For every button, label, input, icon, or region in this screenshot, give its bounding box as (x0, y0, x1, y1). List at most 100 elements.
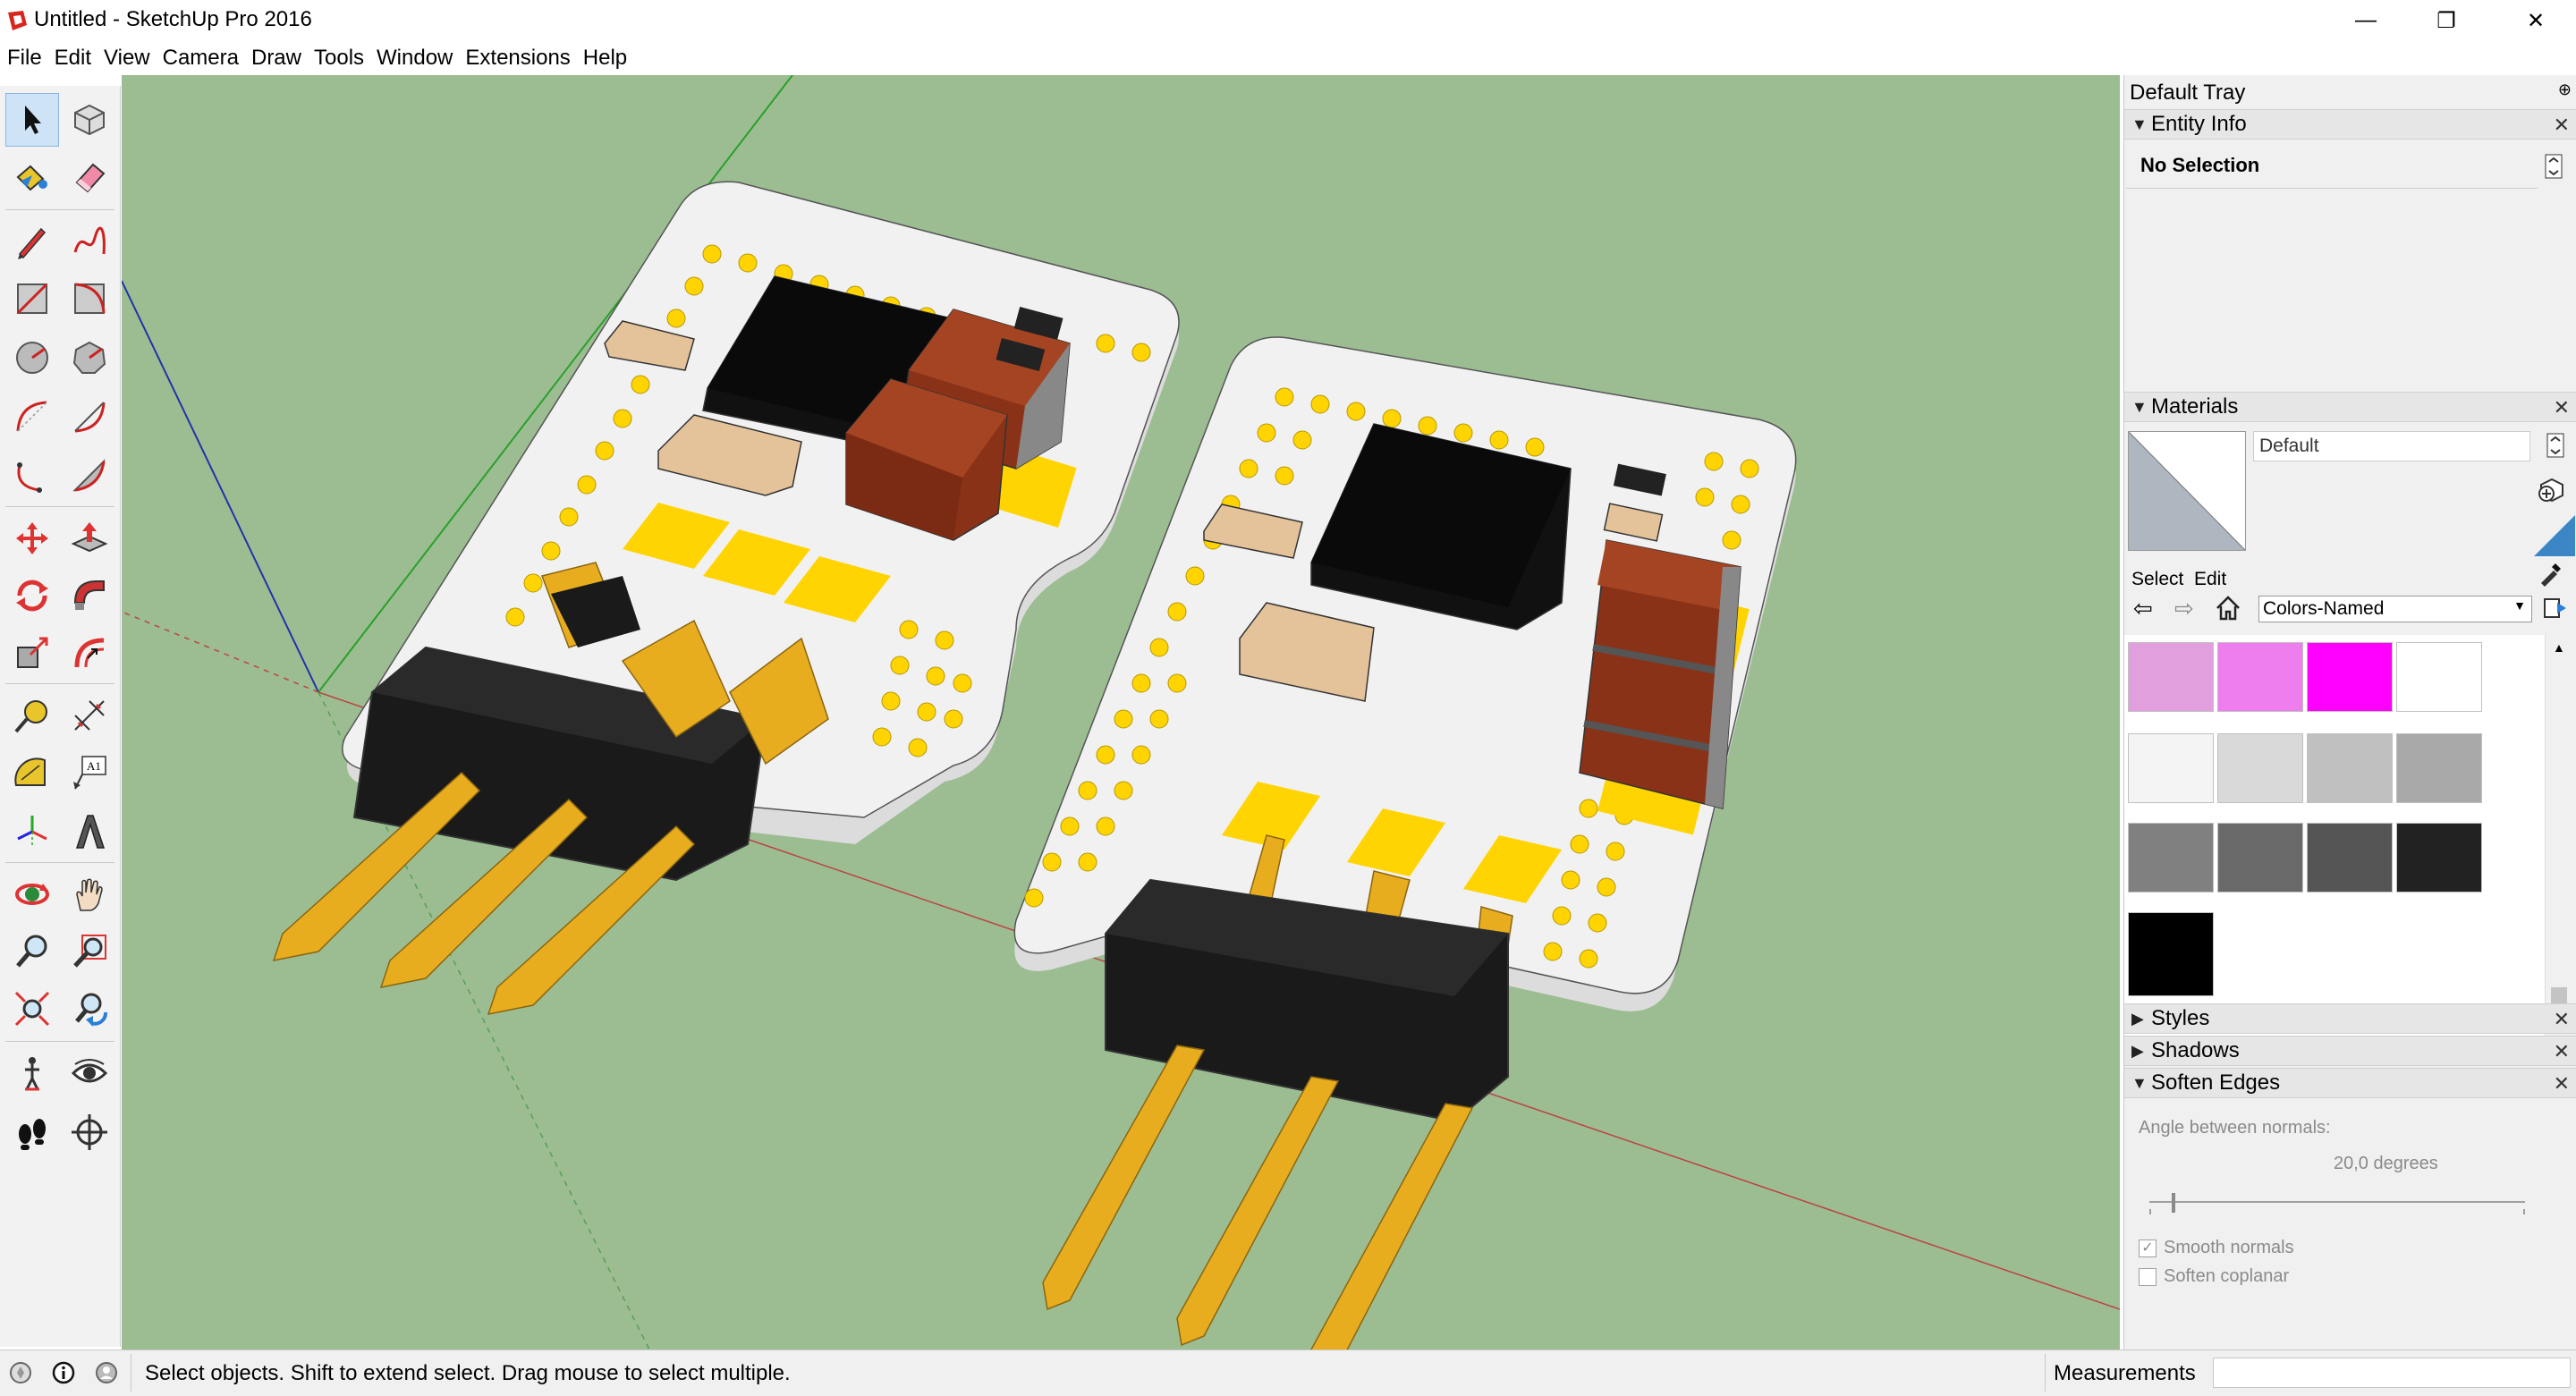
push-pull-tool-button[interactable] (63, 512, 116, 565)
protractor-tool-button[interactable] (5, 746, 59, 800)
material-swatch[interactable] (2128, 912, 2214, 996)
materials-edit-tab[interactable]: Edit (2194, 569, 2227, 587)
rectangle-tool-button[interactable] (5, 272, 59, 326)
material-swatch[interactable] (2217, 733, 2303, 803)
material-name-field[interactable]: Default (2253, 431, 2530, 461)
dimension-tool-button[interactable] (63, 689, 116, 742)
follow-me-tool-button[interactable] (63, 569, 116, 622)
sample-paint-icon[interactable] (2538, 558, 2566, 587)
offset-tool-button[interactable] (63, 626, 116, 680)
circle-tool-button[interactable] (5, 331, 59, 385)
model-viewport[interactable] (122, 75, 2120, 1349)
styles-panel-header[interactable]: ▶ Styles ✕ (2124, 1003, 2576, 1034)
text-tool-button[interactable]: A1 (63, 746, 116, 800)
swatch-scrollbar[interactable]: ▲ ▼ (2545, 635, 2572, 1064)
menu-view[interactable]: View (104, 46, 150, 70)
material-swatch[interactable] (2128, 823, 2214, 893)
material-swatch[interactable] (2396, 733, 2482, 803)
forward-arrow-icon[interactable]: ⇨ (2174, 595, 2194, 622)
restore-button[interactable]: ❐ (2436, 8, 2456, 33)
pan-tool-button[interactable] (63, 867, 116, 921)
soften-edges-panel-header[interactable]: ▼ Soften Edges ✕ (2124, 1068, 2576, 1098)
home-icon[interactable] (2214, 594, 2242, 622)
menu-camera[interactable]: Camera (162, 46, 239, 70)
pie-tool-button[interactable] (63, 449, 116, 503)
zoom-window-tool-button[interactable] (63, 925, 116, 978)
3d-text-tool-button[interactable] (63, 805, 116, 859)
offset-icon (74, 638, 105, 668)
line-tool-button[interactable] (5, 215, 59, 268)
resistor-left-2 (604, 320, 695, 371)
walk-tool-button[interactable] (5, 1105, 59, 1159)
close-button[interactable]: ✕ (2526, 8, 2546, 33)
material-swatch[interactable] (2307, 733, 2393, 803)
menu-draw[interactable]: Draw (250, 46, 301, 70)
back-arrow-icon[interactable]: ⇦ (2133, 595, 2153, 622)
orbit-tool-button[interactable] (5, 867, 59, 921)
close-panel-icon[interactable]: ✕ (2553, 1040, 2570, 1062)
details-arrow-icon[interactable] (2543, 596, 2568, 621)
smooth-normals-checkbox[interactable]: ✓ (2139, 1239, 2157, 1257)
menu-window[interactable]: Window (377, 46, 453, 70)
material-swatch[interactable] (2217, 823, 2303, 893)
menu-extensions[interactable]: Extensions (465, 46, 571, 70)
eraser-tool-button[interactable] (63, 150, 116, 204)
close-panel-icon[interactable]: ✕ (2553, 114, 2570, 136)
freehand-tool-button[interactable] (63, 215, 116, 268)
material-swatch[interactable] (2128, 733, 2214, 803)
minimize-button[interactable]: — (2355, 8, 2377, 32)
materials-select-tab[interactable]: Select (2131, 569, 2184, 589)
material-swatch[interactable] (2217, 642, 2303, 712)
geo-location-icon[interactable] (9, 1361, 32, 1384)
entity-info-panel-header[interactable]: ▼ Entity Info ✕ (2124, 109, 2576, 140)
material-swatch[interactable] (2307, 642, 2393, 712)
tray-pin-icon[interactable]: ⊕ (2557, 80, 2572, 98)
menu-file[interactable]: File (7, 46, 42, 70)
paint-bucket-tool-button[interactable] (5, 150, 59, 204)
rotated-rectangle-tool-button[interactable] (63, 272, 116, 326)
move-tool-button[interactable] (5, 512, 59, 565)
scale-tool-button[interactable] (5, 626, 59, 680)
previous-view-tool-button[interactable] (63, 982, 116, 1036)
look-around-tool-button[interactable] (63, 1046, 116, 1100)
close-panel-icon[interactable]: ✕ (2553, 396, 2570, 419)
menu-tools[interactable]: Tools (314, 46, 365, 70)
scroll-up-icon[interactable]: ▲ (2553, 640, 2565, 655)
tape-measure-tool-button[interactable] (5, 689, 59, 742)
two-point-arc-tool-button[interactable] (63, 390, 116, 444)
section-plane-tool-button[interactable] (63, 1105, 116, 1159)
menu-edit[interactable]: Edit (54, 46, 92, 70)
material-swatch[interactable] (2307, 823, 2393, 893)
material-preview (2128, 431, 2246, 551)
material-swatch[interactable] (2396, 823, 2482, 893)
rotate-tool-button[interactable] (5, 569, 59, 622)
display-secondary-pane-icon[interactable] (2546, 433, 2564, 458)
soften-coplanar-checkbox[interactable] (2139, 1268, 2157, 1286)
make-component-tool-button[interactable] (63, 93, 116, 147)
menu-help[interactable]: Help (582, 46, 628, 70)
three-point-arc-tool-button[interactable] (5, 449, 59, 503)
zoom-extents-tool-button[interactable] (5, 982, 59, 1036)
info-icon[interactable] (52, 1361, 75, 1384)
slider-tick (2523, 1209, 2525, 1214)
material-library-dropdown[interactable]: Colors-Named ▼ (2258, 596, 2532, 622)
material-swatch[interactable] (2396, 642, 2482, 712)
slider-thumb[interactable] (2172, 1193, 2175, 1213)
measurements-input[interactable] (2213, 1358, 2571, 1388)
material-swatch[interactable] (2128, 642, 2214, 712)
entity-info-toggle-icon[interactable] (2545, 154, 2563, 179)
position-camera-tool-button[interactable] (5, 1046, 59, 1100)
zoom-tool-button[interactable] (5, 925, 59, 978)
close-panel-icon[interactable]: ✕ (2553, 1008, 2570, 1030)
angle-slider[interactable] (2149, 1193, 2525, 1214)
arc-tool-button[interactable] (5, 390, 59, 444)
materials-panel-header[interactable]: ▼ Materials ✕ (2124, 392, 2576, 422)
shadows-panel-header[interactable]: ▶ Shadows ✕ (2124, 1036, 2576, 1066)
default-material-icon[interactable] (2534, 515, 2575, 556)
polygon-tool-button[interactable] (63, 331, 116, 385)
user-account-icon[interactable] (95, 1361, 118, 1384)
create-material-icon[interactable] (2538, 474, 2566, 503)
axes-tool-button[interactable] (5, 805, 59, 859)
select-tool-button[interactable] (5, 93, 59, 147)
close-panel-icon[interactable]: ✕ (2553, 1072, 2570, 1095)
